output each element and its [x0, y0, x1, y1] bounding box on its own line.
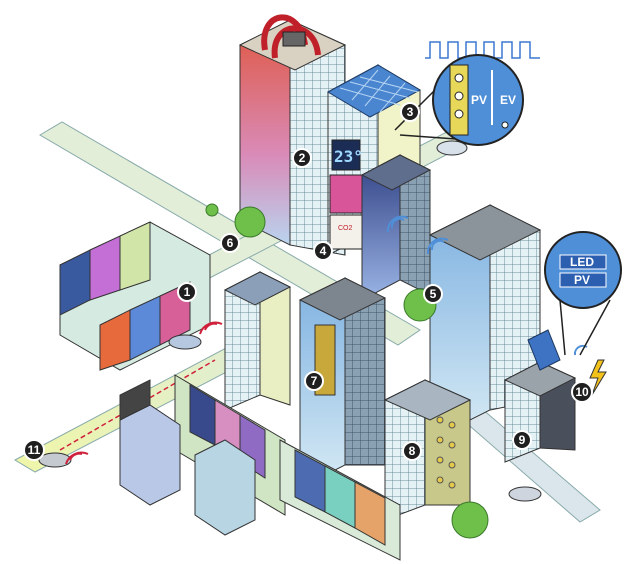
svg-text:10: 10 — [575, 385, 589, 399]
car — [169, 335, 201, 349]
building-8 — [385, 380, 470, 520]
bucket-sign — [330, 175, 364, 213]
callout-4: 4 — [314, 242, 332, 260]
callout-5: 5 — [424, 285, 442, 303]
svg-text:6: 6 — [227, 236, 234, 250]
callout-3: 3 — [401, 103, 419, 121]
callout-11: 11 — [24, 440, 44, 460]
car — [509, 487, 541, 501]
callout-6: 6 — [221, 234, 239, 252]
callout-10: 10 — [572, 382, 592, 402]
svg-text:1: 1 — [184, 285, 191, 299]
callout-1: 1 — [178, 283, 196, 301]
callout-9: 9 — [513, 431, 531, 449]
tree — [235, 207, 265, 237]
co2-label: CO2 — [338, 225, 353, 232]
house-grey — [195, 440, 255, 535]
svg-text:7: 7 — [311, 374, 318, 388]
midrise-building — [225, 272, 290, 410]
lens-pv-label: PV — [574, 273, 590, 287]
callout-8: 8 — [403, 442, 421, 460]
lens-led-label: LED — [570, 255, 594, 269]
tree — [452, 502, 488, 538]
svg-text:3: 3 — [407, 105, 414, 119]
svg-text:8: 8 — [409, 444, 416, 458]
lens-pv-vertical-label: PV — [471, 93, 487, 107]
tree — [206, 204, 218, 216]
svg-text:2: 2 — [299, 151, 306, 165]
car — [39, 453, 71, 467]
callout-2: 2 — [293, 149, 311, 167]
lens-led-pv: LED PV — [545, 232, 621, 355]
svg-text:9: 9 — [519, 433, 526, 447]
callout-7: 7 — [305, 372, 323, 390]
lens-ev-label: EV — [500, 93, 516, 107]
temperature-value: 23° — [334, 147, 363, 166]
svg-text:4: 4 — [320, 244, 327, 258]
tower-4-building — [362, 155, 430, 300]
svg-text:11: 11 — [28, 443, 41, 457]
svg-text:5: 5 — [430, 287, 437, 301]
co2-sign — [330, 215, 364, 249]
